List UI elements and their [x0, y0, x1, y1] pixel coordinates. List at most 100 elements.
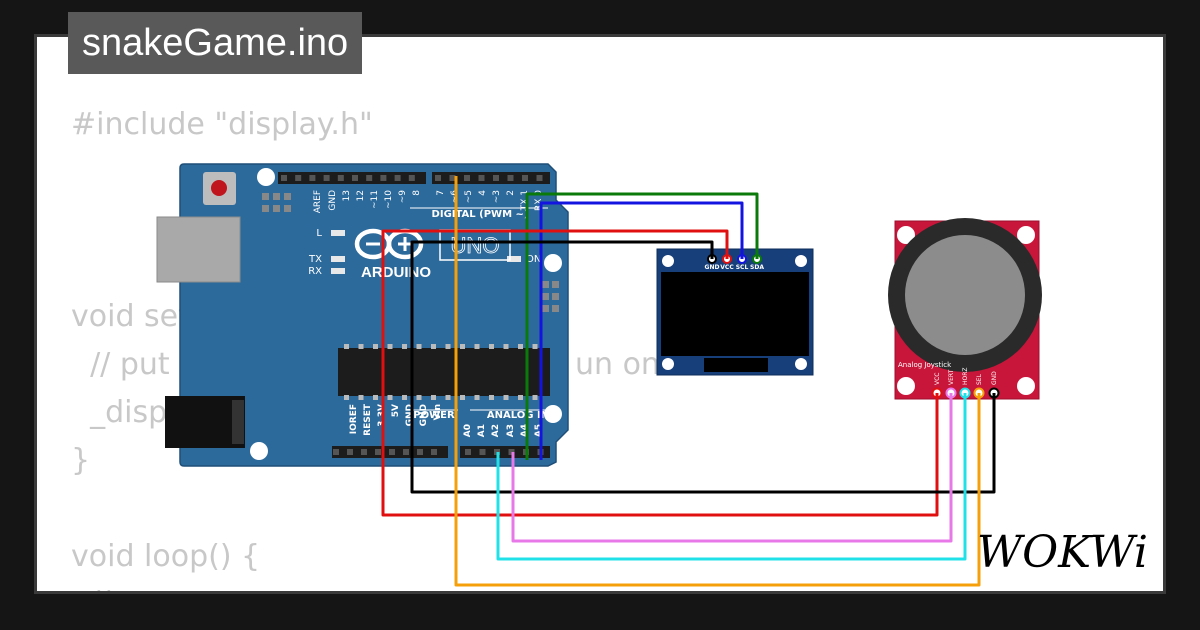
pin-label: IOREF	[349, 404, 359, 434]
mounting-hole	[897, 226, 915, 244]
wire-horz	[496, 393, 967, 561]
file-title-tab[interactable]: snakeGame.ino	[68, 12, 363, 74]
chip-pin	[416, 344, 422, 349]
chip-pin	[474, 395, 480, 400]
chip-pin	[445, 395, 451, 400]
pin-label: ~10	[384, 190, 394, 209]
header-pin	[536, 175, 543, 181]
digital-label: DIGITAL (PWM ~)	[432, 209, 529, 220]
chip-pin	[445, 344, 451, 349]
chip-pin	[460, 395, 465, 400]
chip-pin	[532, 344, 538, 349]
pin-label: ~11	[370, 190, 380, 209]
oled-pin-label: VCC	[720, 264, 734, 271]
header-pin	[389, 449, 395, 455]
chip-pin	[344, 344, 349, 349]
header-pin	[431, 449, 437, 455]
pin-label: TX 1	[520, 190, 530, 211]
code-line-close-brace: }	[71, 443, 91, 478]
pin-label: A3	[506, 424, 516, 437]
pin-label: 12	[356, 190, 366, 201]
pin-label: A4	[520, 424, 530, 437]
pin-label: ~9	[398, 190, 408, 204]
header-pin	[295, 175, 302, 181]
pin-label: ~5	[464, 190, 474, 203]
led-label-on: ON	[526, 254, 541, 265]
mounting-hole	[795, 255, 807, 267]
mounting-hole	[662, 255, 674, 267]
header-pin	[479, 449, 486, 455]
header-pin	[380, 175, 387, 181]
header-pin	[493, 175, 499, 181]
chip-pin	[489, 344, 494, 349]
power-label: POWER	[413, 410, 455, 421]
header-pin	[333, 449, 339, 455]
digital-header-right	[432, 172, 550, 184]
chip-pin	[518, 344, 523, 349]
wire-vcc	[381, 229, 939, 517]
chip-pin	[344, 395, 349, 400]
mounting-hole	[257, 168, 275, 186]
header-pin	[281, 175, 287, 181]
wire-gnd	[410, 240, 996, 494]
wokwi-logo: WOKWi	[977, 527, 1148, 578]
mounting-hole	[250, 442, 268, 460]
header-pin	[352, 175, 358, 181]
analog-header	[460, 446, 550, 458]
chip-pin	[358, 344, 364, 349]
mounting-hole	[1017, 377, 1035, 395]
header-pin	[465, 449, 471, 455]
chip-pin	[474, 344, 480, 349]
chip-pin	[503, 344, 509, 349]
header-pin	[478, 175, 485, 181]
pin-label: 4	[478, 190, 488, 196]
wire-sda	[525, 192, 759, 460]
oled-pin-label: SDA	[750, 264, 764, 271]
pin-label: RX 0	[534, 190, 544, 211]
mounting-hole	[662, 358, 674, 370]
chip-pin	[402, 344, 407, 349]
arduino-brand: ARDUINO	[361, 264, 431, 281]
header-pin	[464, 175, 470, 181]
chip-pin	[532, 395, 538, 400]
joystick-pin-label: VCC	[934, 373, 941, 385]
header-pin	[347, 449, 353, 455]
chip-pin	[431, 344, 436, 349]
header-pin	[375, 449, 381, 455]
header-pin	[403, 449, 409, 455]
header-pin	[408, 175, 415, 181]
icsp-header	[258, 190, 298, 216]
pin-label: 7	[436, 190, 446, 196]
chip-pin	[489, 395, 494, 400]
chip-pin	[358, 395, 364, 400]
chip-pin	[416, 395, 422, 400]
chip-pin	[518, 395, 523, 400]
pin-label: 8	[412, 190, 422, 196]
pin-label: GND	[328, 190, 338, 211]
pin-label: A2	[491, 424, 501, 437]
analog-in-label: ANALOG IN	[487, 410, 549, 421]
mounting-hole	[1017, 226, 1035, 244]
oled-pin-label: SCL	[736, 264, 749, 271]
header-pin	[309, 175, 316, 181]
joystick-pin-label: HORZ	[962, 367, 969, 385]
chip-pin	[431, 395, 436, 400]
chip-pin	[503, 395, 509, 400]
pin-label: AREF	[313, 190, 323, 213]
header-pin	[337, 175, 344, 181]
reset-button-cap	[211, 180, 227, 196]
power-jack	[165, 396, 245, 448]
joystick-label: Analog Joystick	[898, 361, 952, 369]
pin-label: A1	[477, 424, 487, 437]
oled-pin-label: GND	[705, 264, 720, 271]
chip-pin	[402, 395, 407, 400]
mounting-hole	[897, 377, 915, 395]
joystick-knob[interactable]	[905, 235, 1025, 355]
header-pin	[361, 449, 367, 455]
header-pin	[323, 175, 330, 181]
pin-label: A0	[463, 424, 473, 437]
